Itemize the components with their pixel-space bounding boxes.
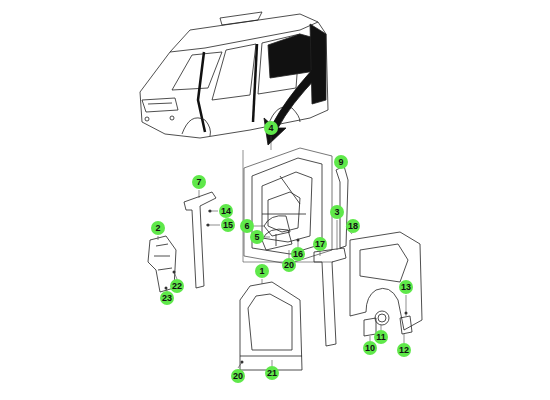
callout-number: 12 — [397, 343, 411, 357]
fastener-dots — [165, 210, 408, 364]
callout-number: 7 — [192, 175, 206, 189]
van-illustration — [140, 12, 328, 138]
cap — [400, 316, 412, 334]
callout-number: 2 — [151, 221, 165, 235]
b-pillar — [314, 248, 346, 346]
callout-number: 5 — [250, 230, 264, 244]
callout-number: 15 — [221, 218, 235, 232]
callout-number: 11 — [374, 330, 388, 344]
quarter-panel — [350, 232, 422, 330]
callout-number: 1 — [255, 264, 269, 278]
leader-lines — [158, 136, 406, 368]
callout-number: 4 — [264, 121, 278, 135]
callout-number: 20 — [282, 258, 296, 272]
wheelhouse — [262, 216, 292, 250]
side-panel — [240, 282, 302, 370]
pointer-arrow — [264, 70, 318, 145]
callout-number: 22 — [170, 279, 184, 293]
callout-number: 23 — [160, 291, 174, 305]
callout-number: 13 — [399, 280, 413, 294]
pillar — [184, 192, 216, 288]
fuel-lid — [375, 311, 389, 325]
callout-number: 9 — [334, 155, 348, 169]
callout-number: 14 — [219, 204, 233, 218]
callout-number: 17 — [313, 237, 327, 251]
callout-number: 3 — [330, 205, 344, 219]
callout-number: 10 — [363, 341, 377, 355]
callout-number: 20 — [231, 369, 245, 383]
callout-number: 21 — [265, 366, 279, 380]
inner-panel — [244, 148, 332, 264]
callout-number: 18 — [346, 219, 360, 233]
